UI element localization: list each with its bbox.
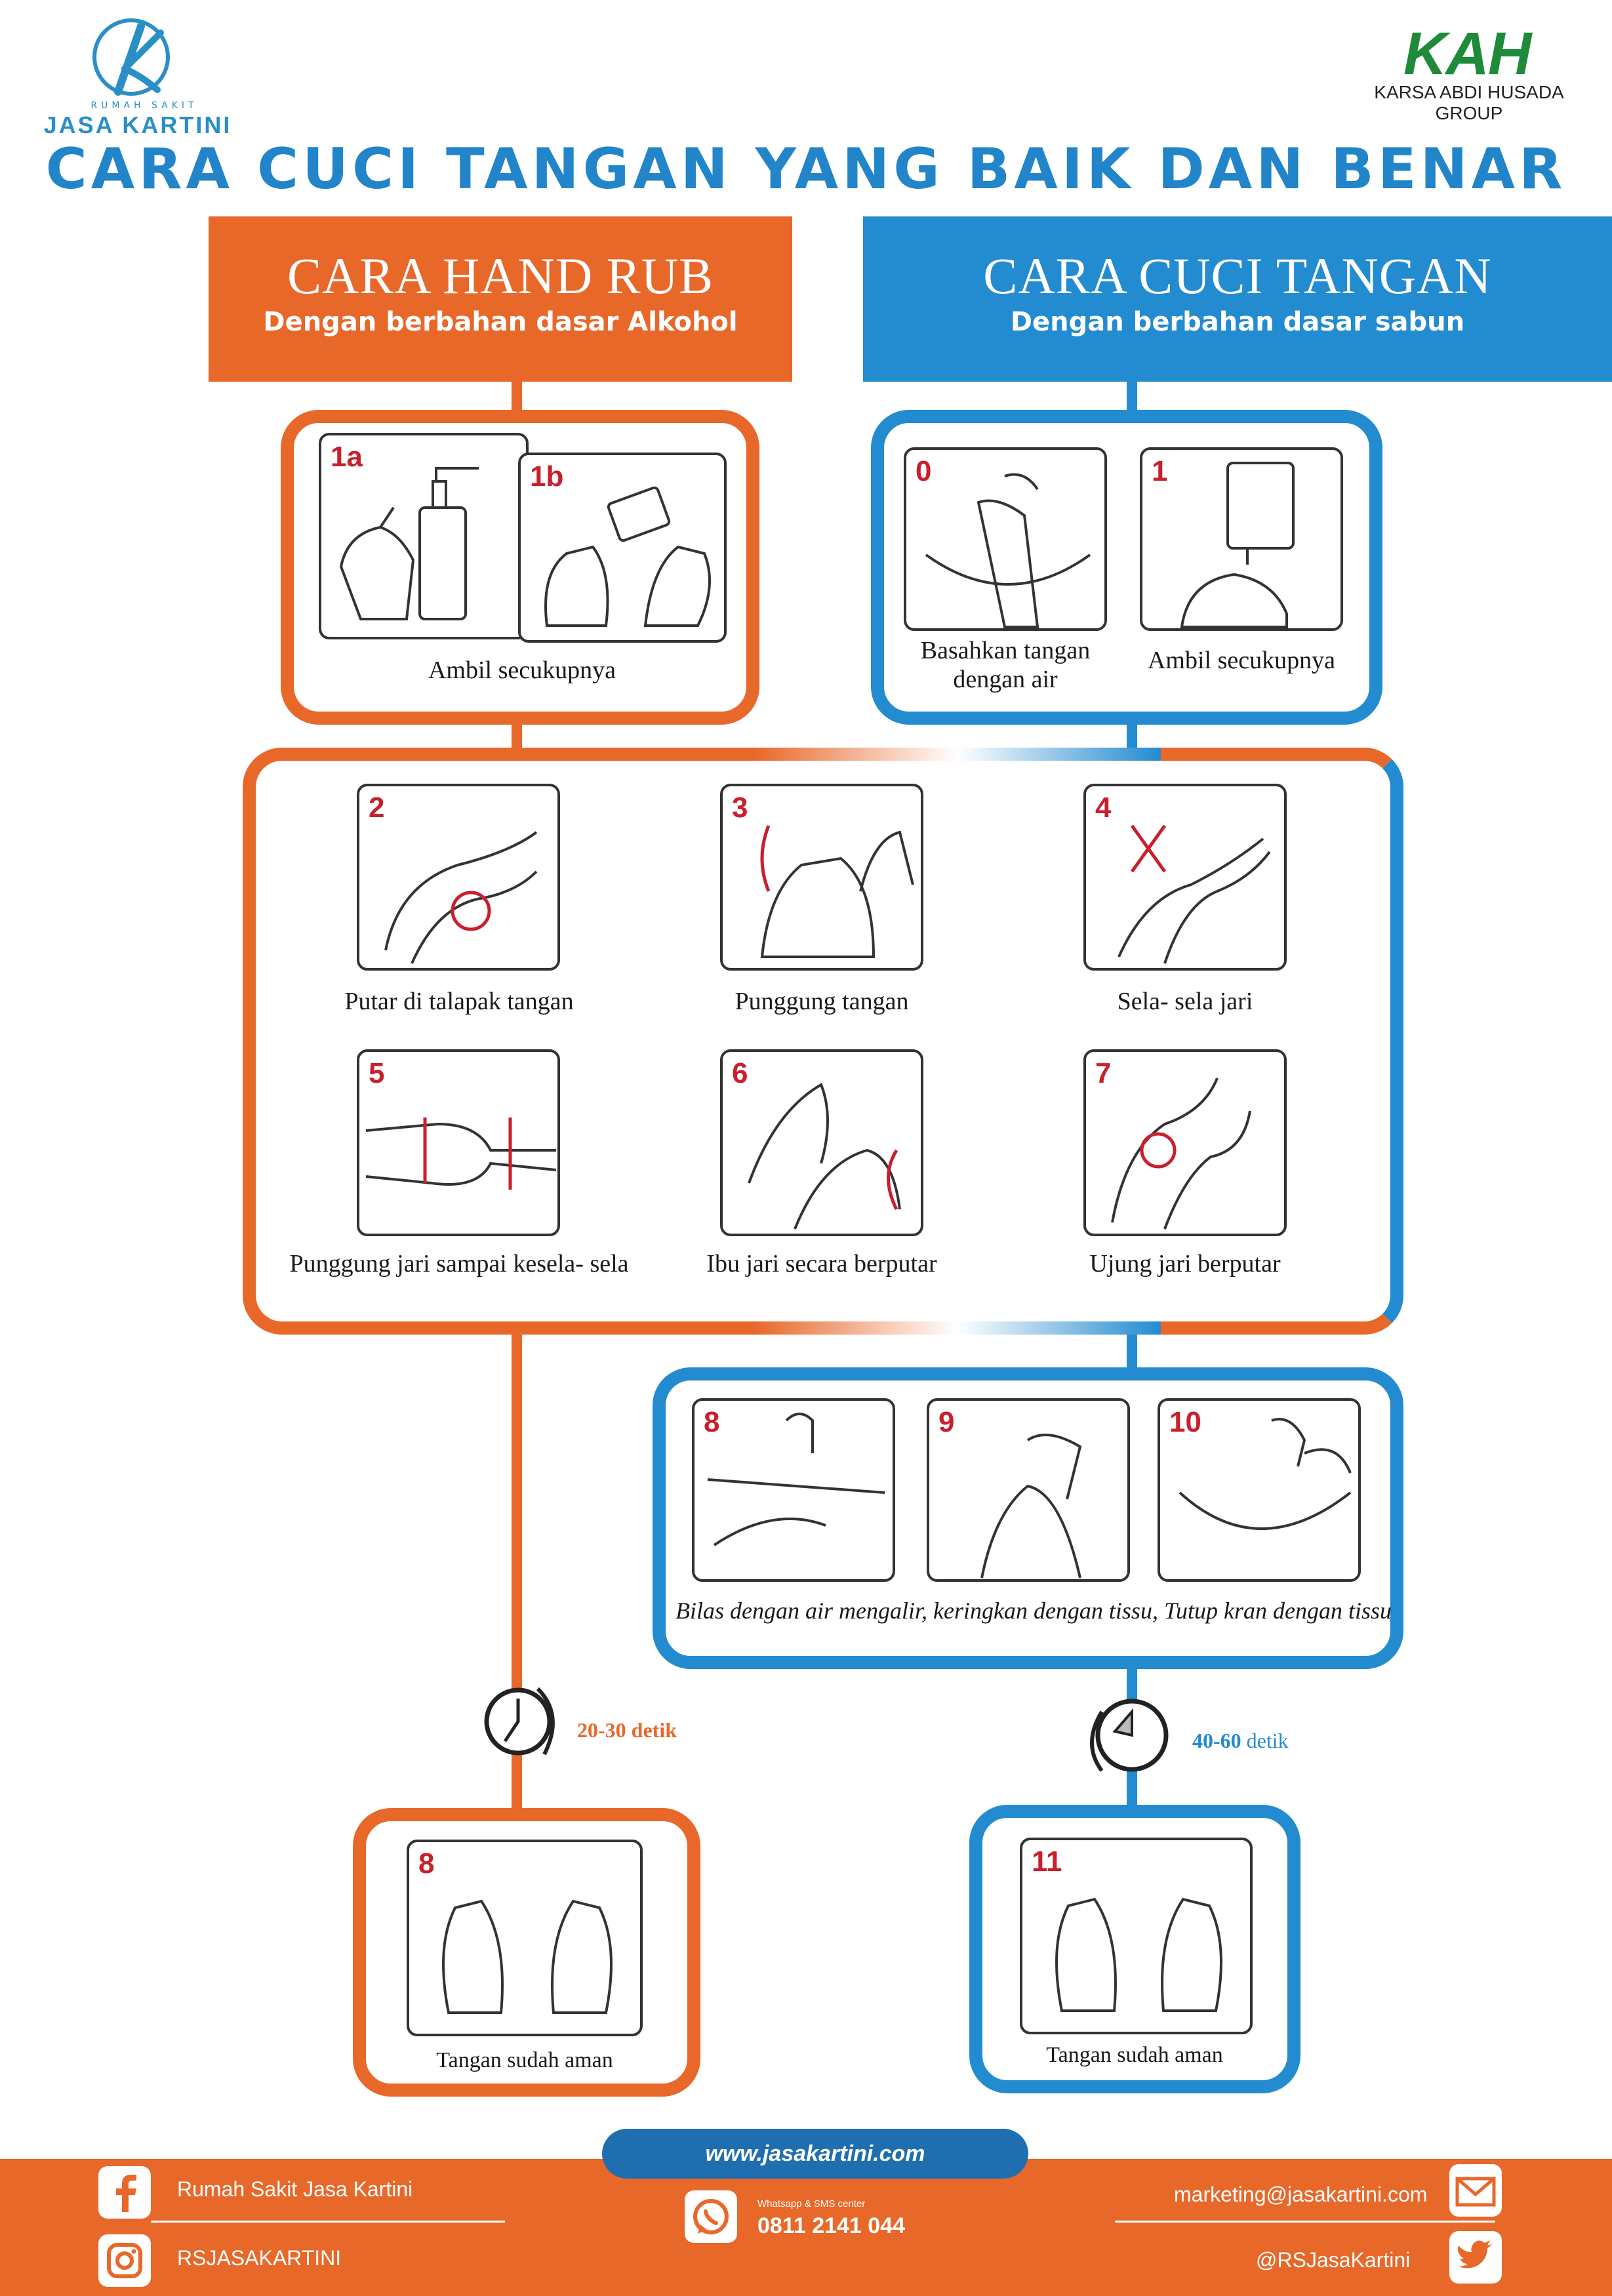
hand-wash-title: CARA CUCI TANGAN: [983, 247, 1492, 304]
bottle-pour-hand-icon: [544, 486, 711, 627]
step-4-caption: Sela- sela jari: [1117, 988, 1253, 1015]
instagram-icon[interactable]: [98, 2234, 151, 2287]
step-10-card: 10: [1158, 1398, 1361, 1582]
twitter-text[interactable]: @RSJasaKartini: [1256, 2248, 1411, 2272]
step-7-card: 7: [1083, 1049, 1287, 1236]
step-number: 9: [938, 1406, 955, 1438]
kah-logo-line1: KARSA ABDI HUSADA: [1374, 82, 1564, 102]
step-1-wash-card: 1: [1140, 447, 1343, 631]
step-8-final-caption: Tangan sudah aman: [436, 2048, 613, 2072]
back-of-hand-icon: [760, 825, 914, 958]
connector-line: [1127, 1331, 1137, 1371]
hand-rub-header: CARA HAND RUB Dengan berbahan dasar Alko…: [209, 216, 792, 382]
close-tap-icon: [1179, 1418, 1352, 1530]
divider: [151, 2221, 505, 2223]
facebook-text[interactable]: Rumah Sakit Jasa Kartini: [177, 2177, 413, 2201]
step-9-card: 9: [927, 1398, 1130, 1582]
footer-bar: [0, 2159, 1612, 2296]
hand-rub-title: CARA HAND RUB: [287, 247, 714, 304]
whatsapp-label: Whatsapp & SMS center: [757, 2198, 866, 2209]
step-1-wash-caption: Ambil secukupnya: [1147, 647, 1335, 674]
tissue-dry-icon: [980, 1434, 1082, 1579]
facebook-icon[interactable]: [98, 2166, 151, 2219]
website-link[interactable]: www.jasakartini.com: [602, 2129, 1028, 2179]
step-number: 0: [916, 455, 932, 487]
step-11-caption: Tangan sudah aman: [1046, 2043, 1223, 2067]
step-2-caption: Putar di talapak tangan: [344, 988, 574, 1015]
hand-wash-header: CARA CUCI TANGAN Dengan berbahan dasar s…: [863, 216, 1612, 382]
duration-number: 40-60: [1192, 1729, 1241, 1752]
hand-rub-duration: 20-30 detik: [577, 1718, 677, 1742]
connector-line: [512, 720, 522, 753]
step-8-10-caption: Bilas dengan air mengalir, keringkan den…: [675, 1598, 1392, 1624]
clean-hands-icon: [1055, 1897, 1222, 2012]
step-6-card: 6: [720, 1049, 923, 1236]
step-number: 1b: [530, 460, 564, 493]
step-8-wash-card: 8: [692, 1398, 895, 1582]
step-number: 4: [1095, 792, 1112, 824]
step-0-card: 0: [904, 447, 1107, 631]
jk-logo-mark-icon: [92, 18, 170, 96]
email-text[interactable]: marketing@jasakartini.com: [1174, 2183, 1428, 2206]
hand-wash-subtitle: Dengan berbahan dasar sabun: [1010, 307, 1465, 337]
step-1b-card: 1b: [518, 453, 727, 643]
step-1a-card: 1a: [319, 433, 529, 639]
step-number: 8: [704, 1406, 720, 1438]
divider: [1115, 2221, 1495, 2223]
step-number: 6: [732, 1057, 748, 1089]
fingers-lock-icon: [365, 1118, 557, 1190]
kah-logo-mark: KAH: [1403, 20, 1531, 87]
interlace-fingers-icon: [1118, 824, 1271, 964]
page-title: CARA CUCI TANGAN YANG BAIK DAN BENAR: [45, 136, 1567, 202]
step-6-caption: Ibu jari secara berputar: [706, 1250, 937, 1278]
thumb-rotate-icon: [748, 1083, 901, 1230]
step-number: 10: [1169, 1406, 1201, 1438]
logo-subtitle: RUMAH SAKIT: [91, 100, 198, 111]
duration-unit: detik: [1246, 1729, 1289, 1752]
instagram-text[interactable]: RSJASAKARTINI: [177, 2246, 342, 2270]
step-0-caption: Basahkan tangan dengan air: [920, 637, 1091, 693]
step-number: 7: [1095, 1057, 1112, 1089]
clean-hands-icon: [442, 1899, 613, 2014]
step-3-card: 3: [720, 784, 923, 971]
mail-icon[interactable]: [1449, 2164, 1502, 2217]
step-number: 1a: [331, 441, 363, 473]
step-5-caption: Punggung jari sampai kesela- sela: [289, 1250, 629, 1278]
gradient-border: [754, 1321, 1161, 1335]
step-4-card: 4: [1083, 784, 1287, 971]
kah-group-logo: KAH KARSA ABDI HUSADA GROUP: [1358, 20, 1581, 131]
step-number: 1: [1152, 455, 1168, 487]
step-11-card: 11: [1020, 1838, 1253, 2034]
step-number: 8: [418, 1847, 435, 1880]
step-7-caption: Ujung jari berputar: [1089, 1250, 1281, 1278]
palm-rub-icon: [384, 831, 538, 964]
step-number: 2: [369, 792, 385, 824]
step-1-caption: Ambil secukupnya: [428, 656, 616, 684]
rinse-faucet-icon: [707, 1413, 885, 1546]
twitter-icon[interactable]: [1449, 2231, 1502, 2284]
step-5-card: 5: [357, 1049, 560, 1236]
kah-logo-line2: GROUP: [1435, 103, 1503, 123]
clock-timer-icon: [1090, 1699, 1169, 1772]
dispenser-hand-icon: [339, 467, 479, 620]
logo-name: JASA KARTINI: [43, 111, 232, 138]
hand-wash-duration: 40-60 detik: [1192, 1729, 1289, 1753]
whatsapp-icon[interactable]: [685, 2190, 737, 2243]
clock-timer-icon: [484, 1687, 555, 1756]
jasa-kartini-logo: RUMAH SAKIT JASA KARTINI: [26, 16, 236, 138]
step-2-card: 2: [357, 784, 560, 971]
fingertips-rotate-icon: [1111, 1078, 1251, 1230]
step-3-caption: Punggung tangan: [735, 988, 909, 1015]
step-number: 11: [1032, 1845, 1062, 1878]
whatsapp-number[interactable]: 0811 2141 044: [757, 2213, 906, 2238]
step-number: 5: [369, 1057, 385, 1089]
hand-rub-subtitle: Dengan berbahan dasar Alkohol: [263, 307, 738, 337]
sink-water-icon: [925, 473, 1091, 628]
step-8-final-card: 8: [407, 1840, 643, 2036]
soap-dispenser-icon: [1180, 462, 1295, 628]
step-number: 3: [732, 792, 748, 824]
gradient-border: [754, 748, 1161, 761]
